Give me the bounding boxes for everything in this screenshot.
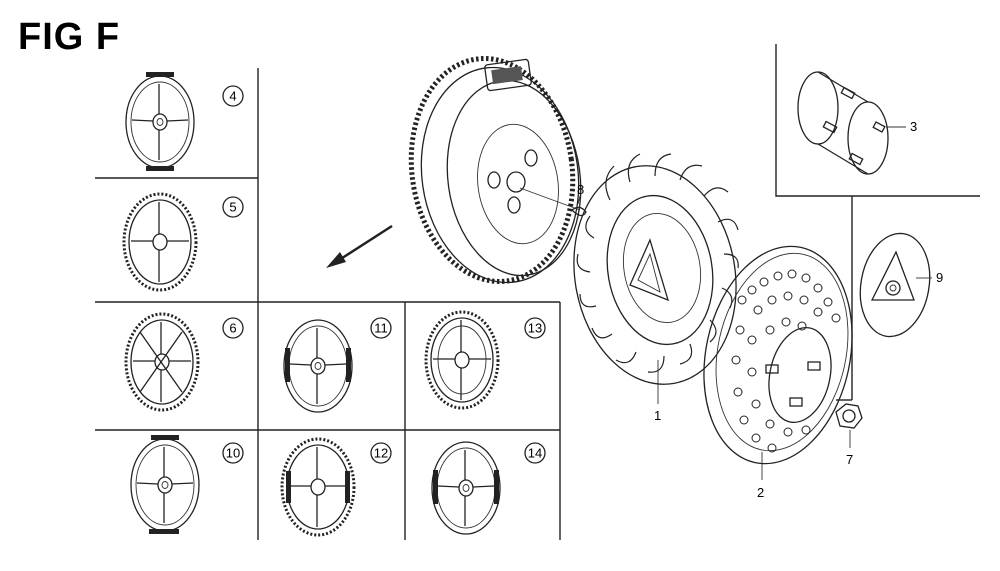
callout-11: 11 (374, 321, 388, 336)
callout-8: 8 (577, 182, 584, 197)
variant-callouts: 4 5 6 10 11 12 13 14 (222, 85, 546, 464)
callout-2: 2 (757, 485, 764, 500)
starter-pulley: 2 (703, 245, 853, 500)
callout-3: 3 (910, 119, 917, 134)
assembly-direction-arrow (326, 224, 393, 268)
variant-12-wheel (280, 437, 356, 537)
callout-7: 7 (846, 452, 853, 467)
callout-10: 10 (226, 446, 240, 461)
variant-5-wheel (122, 192, 198, 292)
variant-13-wheel (424, 310, 500, 410)
variant-6-wheel (124, 312, 200, 412)
callout-4: 4 (229, 89, 236, 104)
callout-6: 6 (229, 321, 236, 336)
callout-5: 5 (229, 200, 236, 215)
callout-13: 13 (528, 321, 542, 336)
callout-12: 12 (374, 446, 388, 461)
flywheel-ring-gear (408, 56, 582, 284)
flange-nut: 7 (835, 403, 863, 467)
variant-4-wheel (125, 72, 195, 171)
variant-14-wheel (431, 441, 501, 535)
starter-cup-group: 3 (775, 44, 980, 401)
woodruff-key: 8 (571, 182, 587, 217)
callout-1: 1 (654, 408, 661, 423)
callout-14: 14 (528, 446, 542, 461)
variant-grid (95, 68, 561, 540)
variant-10-wheel (130, 435, 200, 534)
figure-title: FIG F (18, 16, 121, 58)
starter-plate: 9 (859, 232, 943, 338)
cooling-fan: 1 (573, 153, 739, 423)
variant-11-wheel (283, 319, 353, 413)
callout-9: 9 (936, 270, 943, 285)
